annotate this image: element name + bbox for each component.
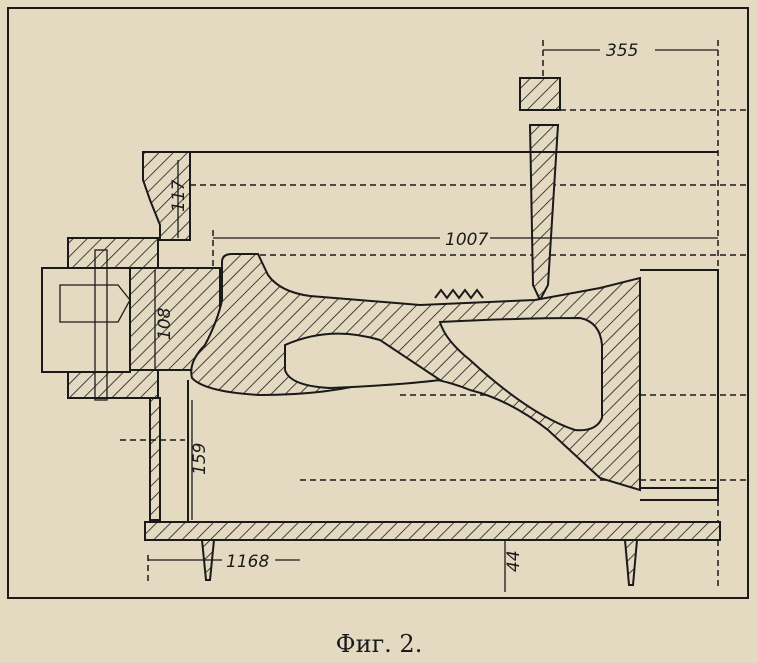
dimension-label-117: 117 bbox=[169, 179, 189, 212]
dimension-108: 108 bbox=[154, 270, 175, 370]
dimension-label-159: 159 bbox=[190, 443, 210, 475]
serrated-edge bbox=[434, 288, 484, 300]
casting-cavity-left bbox=[284, 332, 443, 390]
dimension-355: 355 bbox=[542, 40, 718, 78]
tool-holder bbox=[519, 77, 561, 111]
figure-frame bbox=[7, 7, 749, 599]
dimension-label-44: 44 bbox=[504, 550, 524, 572]
right-block bbox=[640, 269, 719, 501]
dimension-label-1168: 1168 bbox=[226, 552, 269, 572]
clamp-assembly bbox=[41, 237, 221, 522]
dimension-label-1007: 1007 bbox=[445, 230, 488, 250]
dimension-159: 159 bbox=[120, 400, 210, 520]
dimension-1168: 1168 bbox=[147, 552, 300, 585]
figure-caption: Фиг. 2. bbox=[335, 630, 423, 658]
cutting-tool bbox=[528, 124, 560, 303]
dimension-label-108: 108 bbox=[155, 307, 175, 340]
casting-cavity-right bbox=[438, 316, 603, 432]
base-bar bbox=[144, 521, 721, 541]
dimension-44: 44 bbox=[504, 540, 524, 592]
base-tooth-right bbox=[623, 539, 639, 586]
dimension-label-355: 355 bbox=[606, 41, 638, 61]
dimension-117: 117 bbox=[169, 160, 189, 238]
dimension-1007: 1007 bbox=[212, 230, 718, 270]
